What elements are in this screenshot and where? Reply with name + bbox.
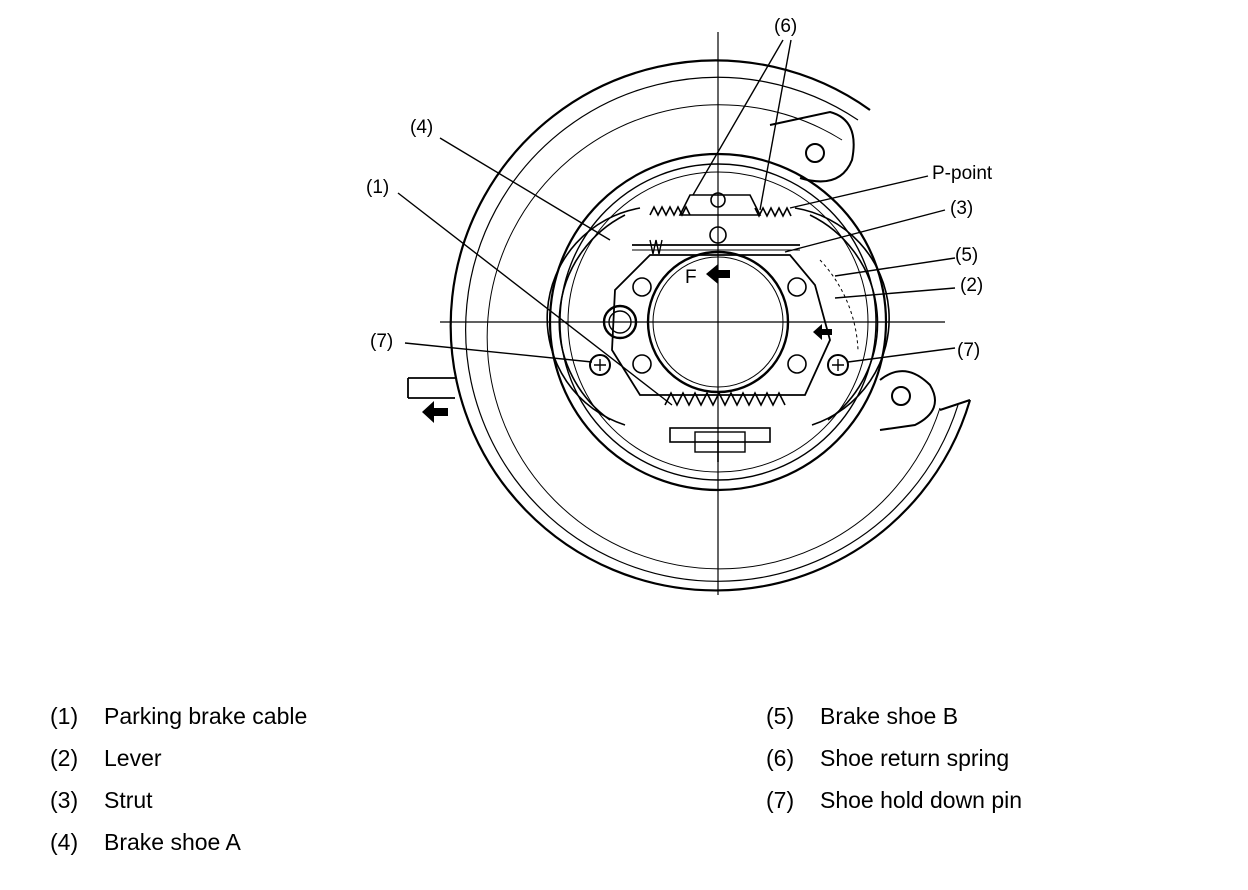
callout-1: (1) bbox=[366, 177, 389, 198]
leader-lines bbox=[397, 39, 956, 406]
brake-assembly-diagram: (4) (1) (6) P-point (3) (5) (2) (7) (7) … bbox=[366, 16, 993, 595]
legend-number: (4) bbox=[50, 829, 79, 855]
strut bbox=[632, 239, 800, 255]
legend-label: Brake shoe B bbox=[820, 703, 959, 729]
legend-label: Shoe return spring bbox=[820, 745, 1010, 771]
cable-arrow-icon bbox=[422, 401, 448, 423]
backing-plate bbox=[449, 59, 972, 592]
legend-number: (1) bbox=[50, 703, 79, 729]
callout-2: (2) bbox=[960, 275, 983, 296]
legend-number: (7) bbox=[766, 787, 795, 813]
legend-number: (3) bbox=[50, 787, 79, 813]
callout-7-right: (7) bbox=[957, 340, 980, 361]
callout-6: (6) bbox=[774, 16, 797, 37]
legend-number: (2) bbox=[50, 745, 79, 771]
callout-7-left: (7) bbox=[370, 331, 393, 352]
parking-brake-cable bbox=[407, 377, 455, 399]
legend-label: Parking brake cable bbox=[104, 703, 308, 729]
legend-number: (5) bbox=[766, 703, 795, 729]
callout-3: (3) bbox=[950, 198, 973, 219]
center-lines bbox=[440, 32, 945, 595]
adjuster-spring bbox=[664, 391, 786, 462]
legend-number: (6) bbox=[766, 745, 795, 771]
return-springs bbox=[649, 192, 792, 218]
legend-label: Lever bbox=[104, 745, 162, 771]
legend-label: Shoe hold down pin bbox=[820, 787, 1023, 813]
front-mark: F bbox=[685, 267, 697, 288]
legend-label: Brake shoe A bbox=[104, 829, 241, 855]
callout-5: (5) bbox=[955, 245, 978, 266]
callout-4: (4) bbox=[410, 117, 433, 138]
lever-arrow-icon bbox=[813, 324, 832, 340]
hold-down-pins bbox=[589, 354, 849, 376]
legend-label: Strut bbox=[104, 787, 153, 813]
hub bbox=[602, 226, 807, 394]
callout-p-point: P-point bbox=[932, 163, 993, 184]
